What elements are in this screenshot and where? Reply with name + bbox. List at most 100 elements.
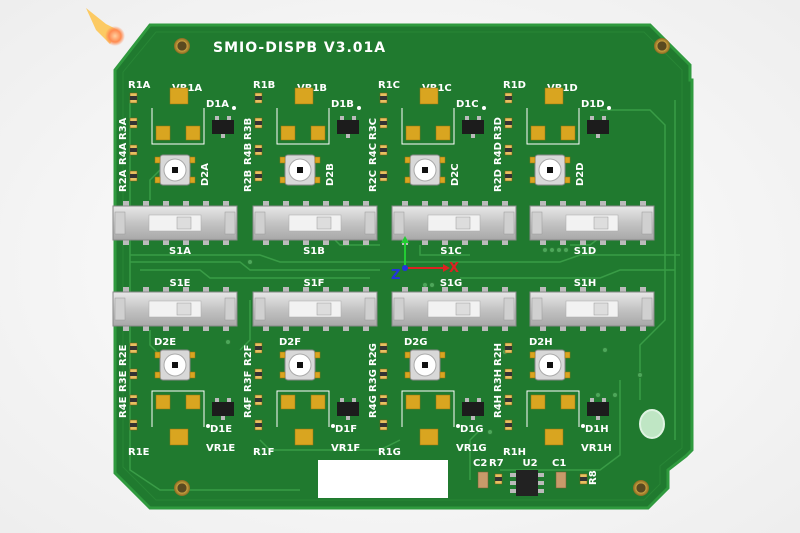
r3-label: R3E [118,370,129,392]
smd-resistor [129,368,138,380]
trace [600,109,666,400]
r2-label: R2A [118,169,129,192]
trimmer-pads [526,87,580,145]
smd-resistor [254,92,263,104]
smd-resistor [379,342,388,354]
s1-label: S1D [574,246,596,257]
sot23-diode [462,398,484,420]
copper-traces [129,100,680,491]
d1-label: D1H [585,424,609,435]
pad [294,87,314,105]
pad [544,87,564,105]
pad [279,176,286,184]
via [563,247,569,253]
sot23-diode [462,116,484,138]
channel-c: R1CVR1CD1CR3CR4CR2CD2C [368,80,486,192]
smd-resistor [504,394,513,406]
pad [404,156,411,164]
vr-label: VR1G [456,443,487,454]
smd-resistor [254,170,263,182]
pad [189,176,196,184]
s1-label: S1F [304,278,325,289]
smd-resistor [254,368,263,380]
trace [239,300,251,351]
pad [564,351,571,359]
pad [564,176,571,184]
s1-label: S1G [440,278,462,289]
mounting-hole [174,38,670,496]
smd-resistor [254,419,263,431]
pad [564,156,571,164]
via [225,339,231,345]
r8-label: R8 [588,470,599,485]
pad [560,394,576,410]
r3-label: R3A [118,117,129,140]
sot23-diode [337,116,359,138]
r3-label: R3B [243,118,254,140]
axis-z-label: Z [391,268,400,283]
c1-label: C1 [552,458,566,469]
r2-label: R2E [118,344,129,366]
smd-capacitor [477,471,567,489]
smd-resistor [129,144,138,156]
smd-resistor [504,170,513,182]
pad [439,156,446,164]
s1-label: S1E [170,278,191,289]
pad [404,176,411,184]
r2-label: R2D [493,169,504,192]
pad [405,394,421,410]
trace [149,330,161,356]
smd-resistor [129,419,138,431]
sot23-diode [212,398,234,420]
trace [500,380,621,471]
sot23-diode [587,116,609,138]
s1-label: S1H [574,278,597,289]
via [369,347,375,353]
via [247,259,253,265]
s1-label: S1B [303,246,325,257]
pad [280,394,296,410]
trace [469,429,481,480]
channel-a: R1AVR1AD1AR3AR4AR2AD2A [118,80,236,192]
r1-label: R1B [253,80,275,91]
pad [404,351,411,359]
r3-label: R3C [368,118,379,140]
pad [404,371,411,379]
pad [529,156,536,164]
via [422,282,428,288]
led-f [279,349,321,381]
led-b [279,154,321,186]
smd-resistor [129,170,138,182]
slide-switch-e: S1E [112,278,238,331]
pad [169,87,189,105]
trace [130,254,680,263]
pad [314,351,321,359]
trimmer-pads [151,390,205,446]
smd-resistor [254,342,263,354]
trimmer-pads [401,390,455,446]
r1-label: R1D [503,80,526,91]
led-h [529,349,571,381]
c2-label: C2 [473,458,487,469]
slide-switch-f: S1F [252,278,378,331]
trace [460,269,675,279]
r1-label: R1A [128,80,151,91]
pad [530,394,546,410]
pad [314,176,321,184]
pad [155,394,171,410]
pad [529,351,536,359]
smd-resistor [379,170,388,182]
trace [130,261,380,271]
via [556,247,562,253]
smd-resistor [504,92,513,104]
slide-switch-b: S1B [252,201,378,257]
pad [314,156,321,164]
r2-label: R2B [243,170,254,192]
led-g [404,349,446,381]
pad [310,394,326,410]
r2-label: R2F [243,345,254,367]
r1-label: R1F [253,447,275,458]
pad [564,371,571,379]
